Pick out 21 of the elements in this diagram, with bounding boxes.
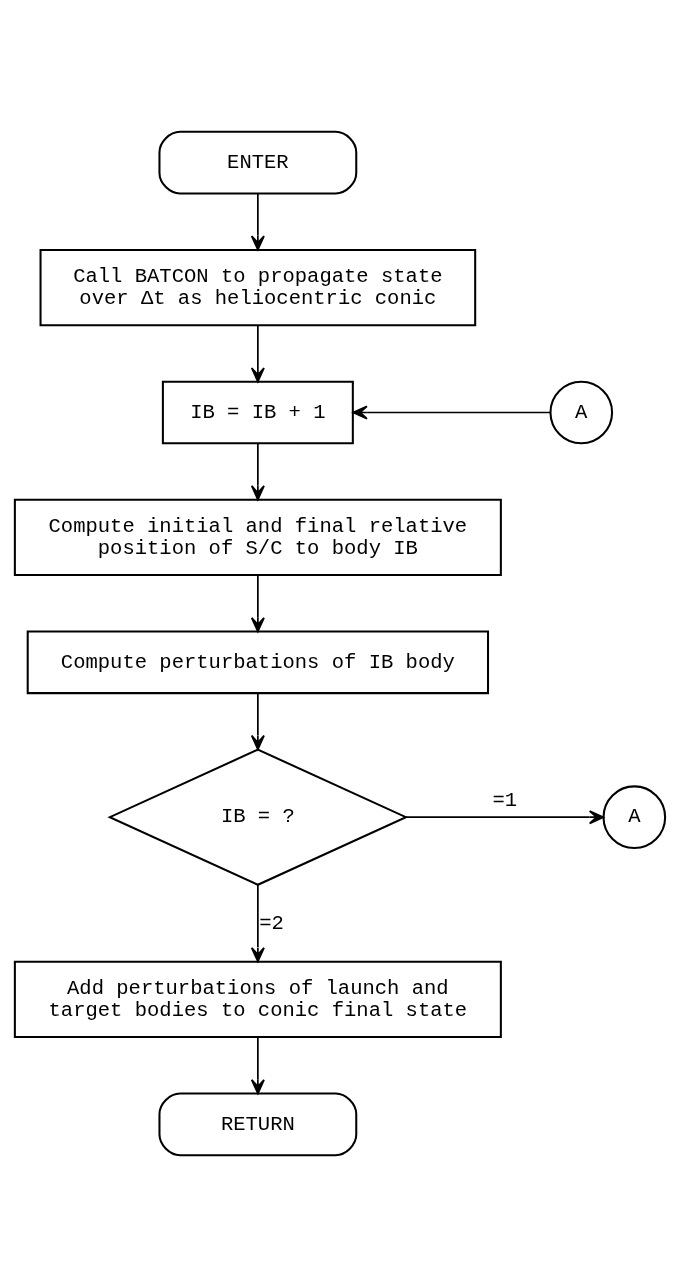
arrow [250,192,265,251]
edge-label: =2 [259,911,284,935]
node-circle: A [602,785,667,849]
node-box: RETURN [158,1092,358,1157]
arrow [250,574,265,633]
arrow [352,405,551,420]
node-box: Add perturbations of launch and target bodies to conic final state [13,960,502,1039]
arrow [250,442,265,501]
arrow [250,692,265,751]
node-box: ENTER [158,130,358,195]
node-box: Call BATCON to propagate state over Δt as heliocentric conic [39,248,477,327]
arrow [250,1036,265,1095]
node-diamond: IB = ? [107,748,409,886]
arrow [250,324,265,383]
edge-label: =1 [492,789,518,813]
node-box: Compute initial and final relative position of S/C to body IB [13,498,502,577]
node-circle: A [549,380,614,445]
node-box: IB = IB + 1 [161,380,354,445]
arrow [405,810,605,825]
arrow [250,884,265,963]
node-box: Compute perturbations of IB body [26,630,490,695]
